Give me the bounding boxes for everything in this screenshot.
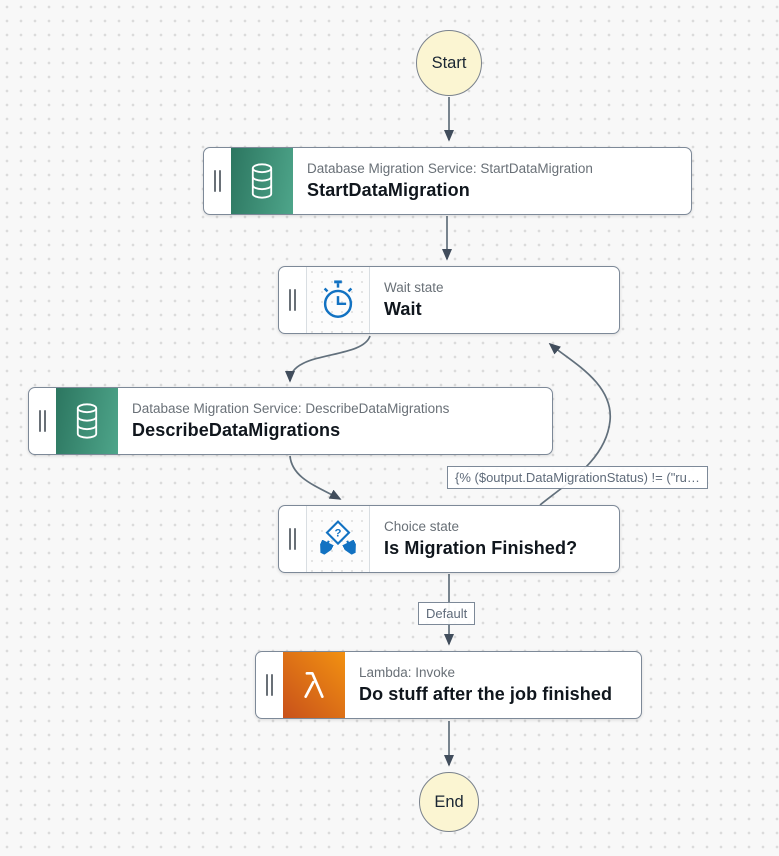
lambda-icon: [283, 652, 345, 718]
start-terminal-label: Start: [431, 53, 467, 72]
drag-handle[interactable]: [279, 506, 306, 572]
task-node-lambda-invoke[interactable]: Lambda: Invoke Do stuff after the job fi…: [255, 651, 642, 719]
drag-handle[interactable]: [204, 148, 231, 214]
edge-describe-to-choice: [289, 455, 342, 500]
node-type-label: Database Migration Service: DescribeData…: [132, 401, 450, 416]
node-name: Wait: [384, 299, 422, 319]
choice-diamond-icon: ?: [306, 506, 370, 572]
wait-stopwatch-icon: [306, 267, 370, 333]
node-name: DescribeDataMigrations: [132, 420, 341, 440]
node-name: Do stuff after the job finished: [359, 684, 613, 704]
choice-question-mark: ?: [335, 528, 342, 540]
choice-state-node[interactable]: ? Choice state Is Migration Finished?: [278, 505, 620, 573]
choice-rule-condition-label: {% ($output.DataMigrationStatus) != ("ru…: [447, 466, 708, 489]
node-type-label: Wait state: [384, 280, 444, 295]
node-type-label: Lambda: Invoke: [359, 665, 456, 680]
drag-handle-icon: [39, 410, 46, 432]
drag-handle-icon: [289, 289, 296, 311]
node-name: Is Migration Finished?: [384, 538, 578, 558]
drag-handle[interactable]: [279, 267, 306, 333]
node-name: StartDataMigration: [307, 180, 470, 200]
edge-wait-to-describe: [284, 335, 371, 383]
drag-handle[interactable]: [29, 388, 56, 454]
drag-handle-icon: [289, 528, 296, 550]
start-terminal: Start: [416, 30, 482, 96]
drag-handle-icon: [266, 674, 273, 696]
dms-database-icon: [231, 148, 293, 214]
dms-database-icon: [56, 388, 118, 454]
wait-state-node[interactable]: Wait state Wait: [278, 266, 620, 334]
task-node-startdatamigration[interactable]: Database Migration Service: StartDataMig…: [203, 147, 692, 215]
drag-handle-icon: [214, 170, 221, 192]
task-node-describedatamigrations[interactable]: Database Migration Service: DescribeData…: [28, 387, 553, 455]
node-type-label: Choice state: [384, 519, 460, 534]
end-terminal-label: End: [434, 792, 464, 811]
end-terminal: End: [419, 772, 479, 832]
default-rule-label: Default: [418, 602, 476, 625]
drag-handle[interactable]: [256, 652, 283, 718]
node-type-label: Database Migration Service: StartDataMig…: [307, 161, 593, 176]
